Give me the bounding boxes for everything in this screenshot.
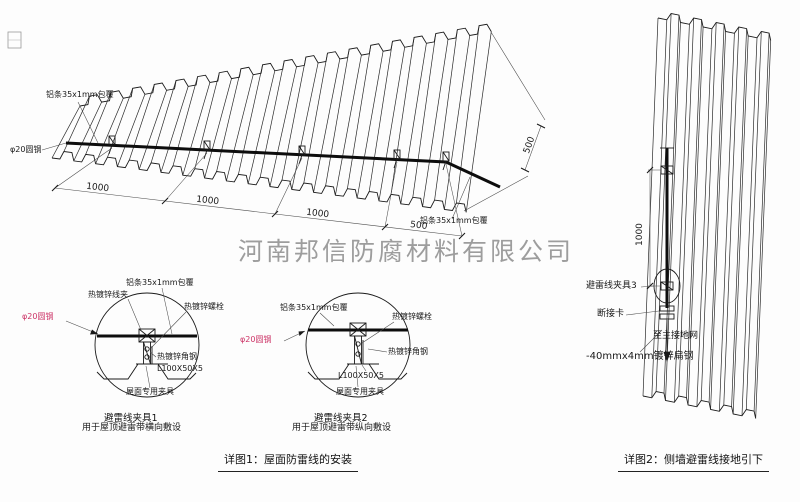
- d1-label-angle-steel: 热镀锌角钢: [157, 352, 197, 361]
- wire-clamp-icon: [203, 140, 211, 160]
- detail2-leaders: [283, 312, 395, 388]
- roof-drawing: [41, 23, 546, 240]
- eave-dimension: [463, 31, 546, 212]
- down-arrow: [663, 352, 671, 362]
- label-disconnect: 断接卡: [597, 309, 625, 319]
- dimension-chain: [51, 147, 466, 240]
- disconnect-clamp: [659, 305, 675, 320]
- d1-subtitle: 用于屋顶避雷带横向敷设: [82, 423, 182, 433]
- roof-ridge-lines: [51, 25, 492, 213]
- angle-steel: [136, 346, 168, 365]
- leader-arrow: [298, 331, 305, 336]
- d2-label-alum-strip: 铝条35x1mm包覆: [280, 303, 348, 312]
- wall-drawing: [625, 12, 772, 419]
- d1-label-round-steel: φ20圆钢: [22, 312, 54, 321]
- d2-title: 避雷线夹具2: [314, 413, 368, 424]
- bolt-icon: [355, 351, 361, 357]
- caption-detail-1: 详图1：屋面防雷线的安装: [218, 451, 358, 472]
- wall-dimension: [646, 166, 661, 290]
- label-alum-strip-left: 铝条35x1mm包覆: [46, 90, 114, 99]
- d2-label-bolt: 热镀锌螺栓: [392, 312, 432, 321]
- label-clamp3: 避雷线夹具3: [586, 281, 637, 291]
- d2-label-roof-clamp: 屋面专用夹具: [336, 387, 384, 396]
- wall-dim-1000: 1000: [635, 223, 645, 246]
- angle-steel: [347, 340, 379, 365]
- d1-title: 避雷线夹具1: [104, 413, 158, 424]
- company-watermark: 河南邦信防腐材料有限公司: [238, 237, 575, 266]
- wall-label-leaders: [625, 285, 663, 353]
- dim-500-chain: 500: [409, 220, 428, 232]
- d1-label-alum-strip: 铝条35x1mm包覆: [126, 278, 194, 287]
- label-round-steel-main: φ20圆钢: [10, 145, 42, 154]
- clamp-detail-1-drawing: [65, 287, 200, 398]
- d2-label-round-steel: φ20圆钢: [240, 335, 272, 344]
- roof-profile-top: [79, 23, 492, 107]
- clamp-detail-2-drawing: [283, 292, 411, 398]
- detail1-leaders: [65, 287, 187, 389]
- d2-label-angle-spec: L100X50X5: [338, 371, 384, 380]
- d2-subtitle: 用于屋顶避雷带纵向敷设: [292, 423, 392, 433]
- d1-label-roof-clamp: 屋面专用夹具: [126, 387, 174, 396]
- d1-label-bolt: 热镀锌螺栓: [184, 302, 224, 311]
- wire-leader: [41, 142, 67, 151]
- corner-mark: [7, 31, 22, 49]
- wire-clamp-icon: [298, 145, 306, 165]
- wall-profile-top: [657, 12, 772, 41]
- label-alum-strip-right: 铝条35x1mm包覆: [420, 216, 488, 225]
- caption-detail-2: 详图2：侧墙避雷线接地引下: [618, 451, 769, 472]
- label-to-ground: 至主接地网: [653, 331, 699, 341]
- d1-label-wire-clip: 热镀锌线夹: [88, 290, 128, 299]
- wire-clamp-icon: [442, 151, 450, 171]
- wall-corrugation-lines: [642, 13, 772, 419]
- bolt-icon: [144, 346, 150, 352]
- wall-profile-bottom: [642, 390, 757, 419]
- leader-arrow: [90, 329, 98, 335]
- label-flat-steel: -40mmx4mm镀锌扁钢: [586, 351, 694, 362]
- roof-label-leaders: [77, 101, 471, 220]
- d2-label-angle-steel: 热镀锌角钢: [388, 347, 428, 356]
- detail-circle-2: [305, 292, 411, 398]
- bolt-icon: [355, 341, 361, 347]
- detail-circle-1: [94, 292, 200, 398]
- d1-label-angle-spec: L100X50X5: [157, 364, 203, 373]
- bolt-icon: [144, 354, 150, 360]
